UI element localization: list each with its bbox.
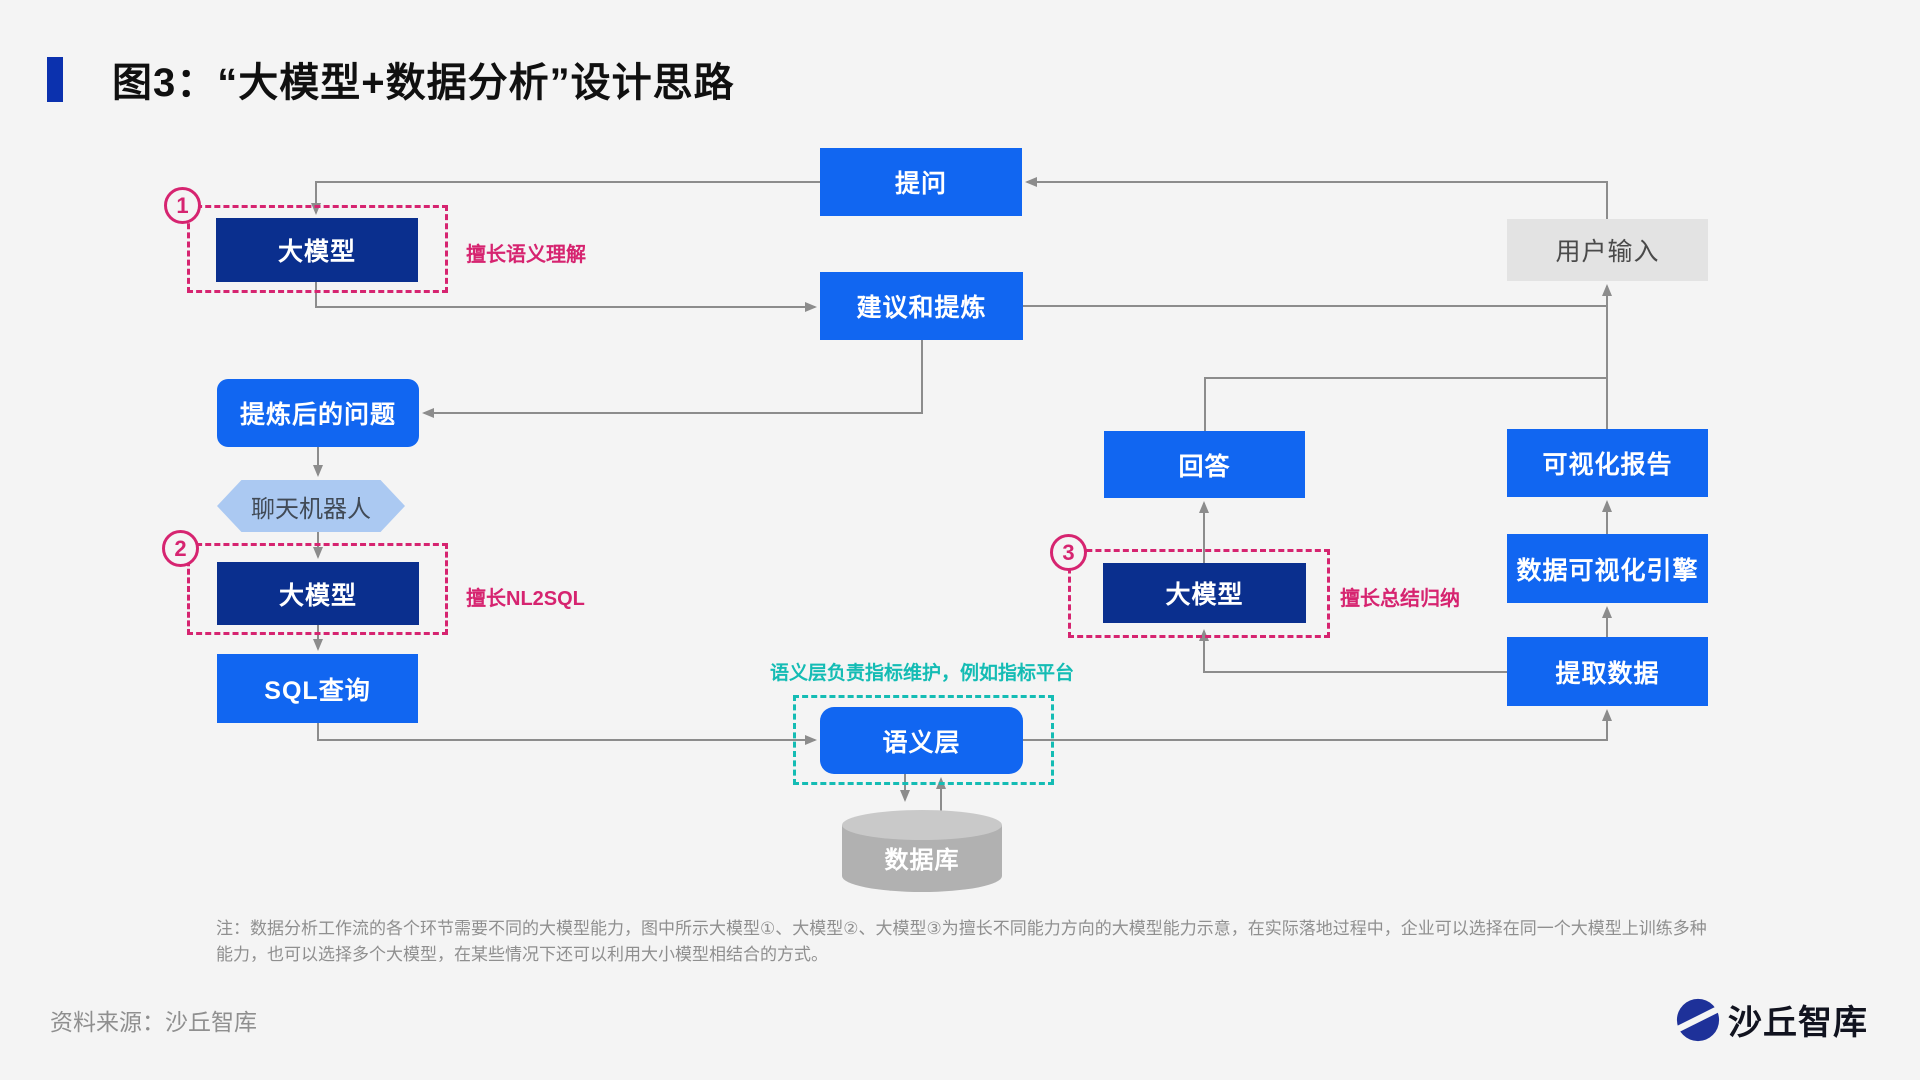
- badge-1-number: 1: [176, 192, 189, 218]
- node-user-input: 用户输入: [1507, 219, 1708, 281]
- database-label: 数据库: [884, 847, 960, 874]
- title-accent-bar: [47, 57, 63, 102]
- node-chatbot: 聊天机器人: [217, 480, 405, 532]
- node-refined-question: 提炼后的问题: [217, 379, 419, 447]
- brand-logo-text: 沙丘智库: [1728, 1004, 1868, 1042]
- llm3-dashed-frame: [1068, 549, 1330, 638]
- page-title: 图3：“大模型+数据分析”设计思路: [112, 61, 735, 105]
- figure-footnote: 注：数据分析工作流的各个环节需要不同的大模型能力，图中所示大模型①、大模型②、大…: [216, 919, 1707, 965]
- badge-2: 2: [162, 530, 199, 567]
- annotation-summarize: 擅长总结归纳: [1340, 588, 1460, 610]
- badge-3-number: 3: [1062, 539, 1075, 565]
- badge-3: 3: [1050, 534, 1087, 571]
- node-question: 提问: [820, 148, 1022, 216]
- llm1-dashed-frame: [187, 205, 448, 293]
- node-extract-data: 提取数据: [1507, 637, 1708, 706]
- brand-logo: 沙丘智库: [1676, 995, 1868, 1044]
- node-llm-2: 大模型: [217, 562, 419, 625]
- brand-logo-icon: [1676, 998, 1720, 1041]
- node-sql-query: SQL查询: [217, 654, 418, 723]
- annotation-semantic-understanding: 擅长语义理解: [466, 244, 586, 266]
- llm2-dashed-frame: [187, 543, 448, 635]
- node-visual-report: 可视化报告: [1507, 429, 1708, 497]
- node-llm-3: 大模型: [1103, 563, 1306, 623]
- node-suggest-refine: 建议和提炼: [820, 272, 1023, 340]
- node-semantic-layer: 语义层: [820, 707, 1023, 774]
- annotation-semantic-layer-note: 语义层负责指标维护，例如指标平台: [769, 663, 1074, 684]
- node-llm-1: 大模型: [216, 218, 418, 282]
- source-text: 资料来源：沙丘智库: [50, 1009, 257, 1035]
- badge-1: 1: [164, 187, 201, 224]
- semantic-layer-dashed-frame: [793, 695, 1054, 785]
- node-database: 数据库: [842, 810, 1002, 894]
- database-cylinder-icon: [842, 810, 1002, 892]
- annotation-nl2sql: 擅长NL2SQL: [466, 588, 585, 610]
- node-viz-engine: 数据可视化引擎: [1507, 534, 1708, 603]
- node-answer: 回答: [1104, 431, 1305, 498]
- badge-2-number: 2: [174, 535, 187, 561]
